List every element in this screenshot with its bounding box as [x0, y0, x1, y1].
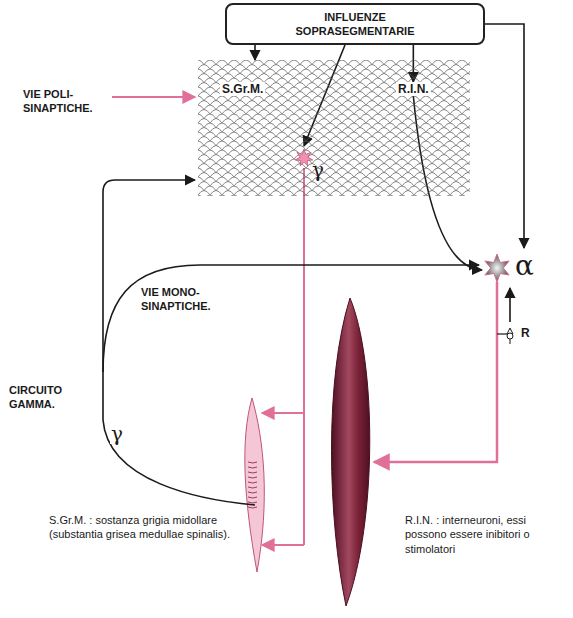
grey-matter-region: S.Gr.M. R.I.N. γ: [198, 60, 470, 196]
path-label: VIE POLI- SINAPTICHE.: [22, 88, 110, 116]
gamma-branch: [262, 544, 304, 546]
neuron-symbol: α: [515, 252, 534, 280]
loop-symbol: γ: [110, 424, 124, 444]
mono-path: [103, 265, 479, 372]
alpha-star: [482, 248, 514, 288]
connector: [509, 288, 511, 322]
cell-label: R: [521, 327, 530, 339]
muscle: [332, 298, 370, 606]
gamma-axon: [303, 168, 305, 545]
footnote: S.Gr.M. : sostanza grigia midollare (sub…: [48, 513, 232, 542]
spindle-coil: [248, 462, 257, 508]
renshaw-cell: R: [504, 322, 540, 346]
muscle-spindle: [245, 398, 264, 572]
connector: [254, 45, 256, 60]
gamma-branch: [262, 412, 304, 414]
connector: [485, 24, 524, 248]
path-label: VIE MONO- SINAPTICHE.: [140, 286, 228, 314]
interneuron-label: R.I.N.: [396, 82, 431, 96]
grey-matter-pattern: [198, 60, 470, 196]
poly-arrow: [112, 96, 195, 98]
influence-box: INFLUENZE SOPRASEGMENTARIE: [225, 3, 485, 45]
region-label: S.Gr.M.: [220, 82, 265, 96]
box-title: INFLUENZE SOPRASEGMENTARIE: [290, 10, 420, 39]
footnote: R.I.N. : interneuroni, essi possono esse…: [404, 513, 564, 556]
region-label: R.I.N.: [396, 82, 431, 96]
gamma-motoneuron: γ: [290, 146, 332, 190]
renshaw-symbol: [504, 322, 520, 346]
neuron-symbol: γ: [312, 160, 324, 180]
gamma-loop: [103, 180, 255, 505]
alpha-axon: [374, 282, 497, 462]
path-label: CIRCUITO GAMMA.: [8, 384, 94, 412]
alpha-motoneuron: α: [482, 248, 544, 288]
renshaw-link: [497, 333, 507, 334]
